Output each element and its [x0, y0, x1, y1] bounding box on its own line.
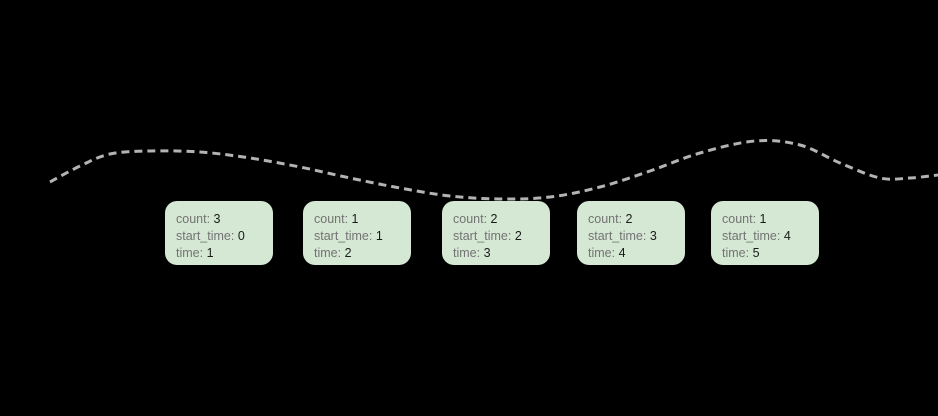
- node-field-label: time:: [722, 246, 750, 260]
- node-field-value: 3: [649, 229, 657, 243]
- node-field-label: start_time:: [722, 229, 781, 243]
- node-field-row: start_time: 0: [176, 228, 273, 245]
- node-field-row: start_time: 3: [588, 228, 685, 245]
- node-field-label: count:: [314, 212, 349, 226]
- node-field-label: start_time:: [588, 229, 647, 243]
- node-field-value: 1: [375, 229, 383, 243]
- node-field-label: count:: [453, 212, 488, 226]
- node-field-row: count: 3: [176, 211, 273, 228]
- node-field-value: 0: [237, 229, 245, 243]
- node-field-row: start_time: 2: [453, 228, 550, 245]
- node-field-label: time:: [453, 246, 481, 260]
- node-field-row: start_time: 1: [314, 228, 411, 245]
- node-field-row: start_time: 4: [722, 228, 819, 245]
- node-field-row: time: 5: [722, 245, 819, 262]
- node-field-label: count:: [176, 212, 211, 226]
- node-field-label: count:: [588, 212, 623, 226]
- node-field-label: count:: [722, 212, 757, 226]
- node-field-label: time:: [588, 246, 616, 260]
- dashed-trend-curve: [49, 139, 938, 201]
- node-field-value: 1: [206, 246, 214, 260]
- node-field-value: 1: [351, 212, 359, 226]
- node-field-row: time: 1: [176, 245, 273, 262]
- node-field-value: 2: [514, 229, 522, 243]
- node-field-value: 5: [752, 246, 760, 260]
- node-field-value: 2: [344, 246, 352, 260]
- node-field-row: time: 3: [453, 245, 550, 262]
- node-field-row: count: 1: [722, 211, 819, 228]
- node-field-value: 3: [483, 246, 491, 260]
- node-field-row: count: 2: [453, 211, 550, 228]
- node-field-label: start_time:: [176, 229, 235, 243]
- node-field-row: time: 2: [314, 245, 411, 262]
- node-field-row: time: 4: [588, 245, 685, 262]
- node-field-label: time:: [314, 246, 342, 260]
- node-field-label: time:: [176, 246, 204, 260]
- node-field-value: 4: [618, 246, 626, 260]
- node-field-row: count: 1: [314, 211, 411, 228]
- node-field-value: 1: [759, 212, 767, 226]
- node-field-value: 4: [783, 229, 791, 243]
- node-field-label: start_time:: [314, 229, 373, 243]
- node-field-label: start_time:: [453, 229, 512, 243]
- node-field-value: 2: [490, 212, 498, 226]
- node-field-row: count: 2: [588, 211, 685, 228]
- node-field-value: 3: [213, 212, 221, 226]
- node-field-value: 2: [625, 212, 633, 226]
